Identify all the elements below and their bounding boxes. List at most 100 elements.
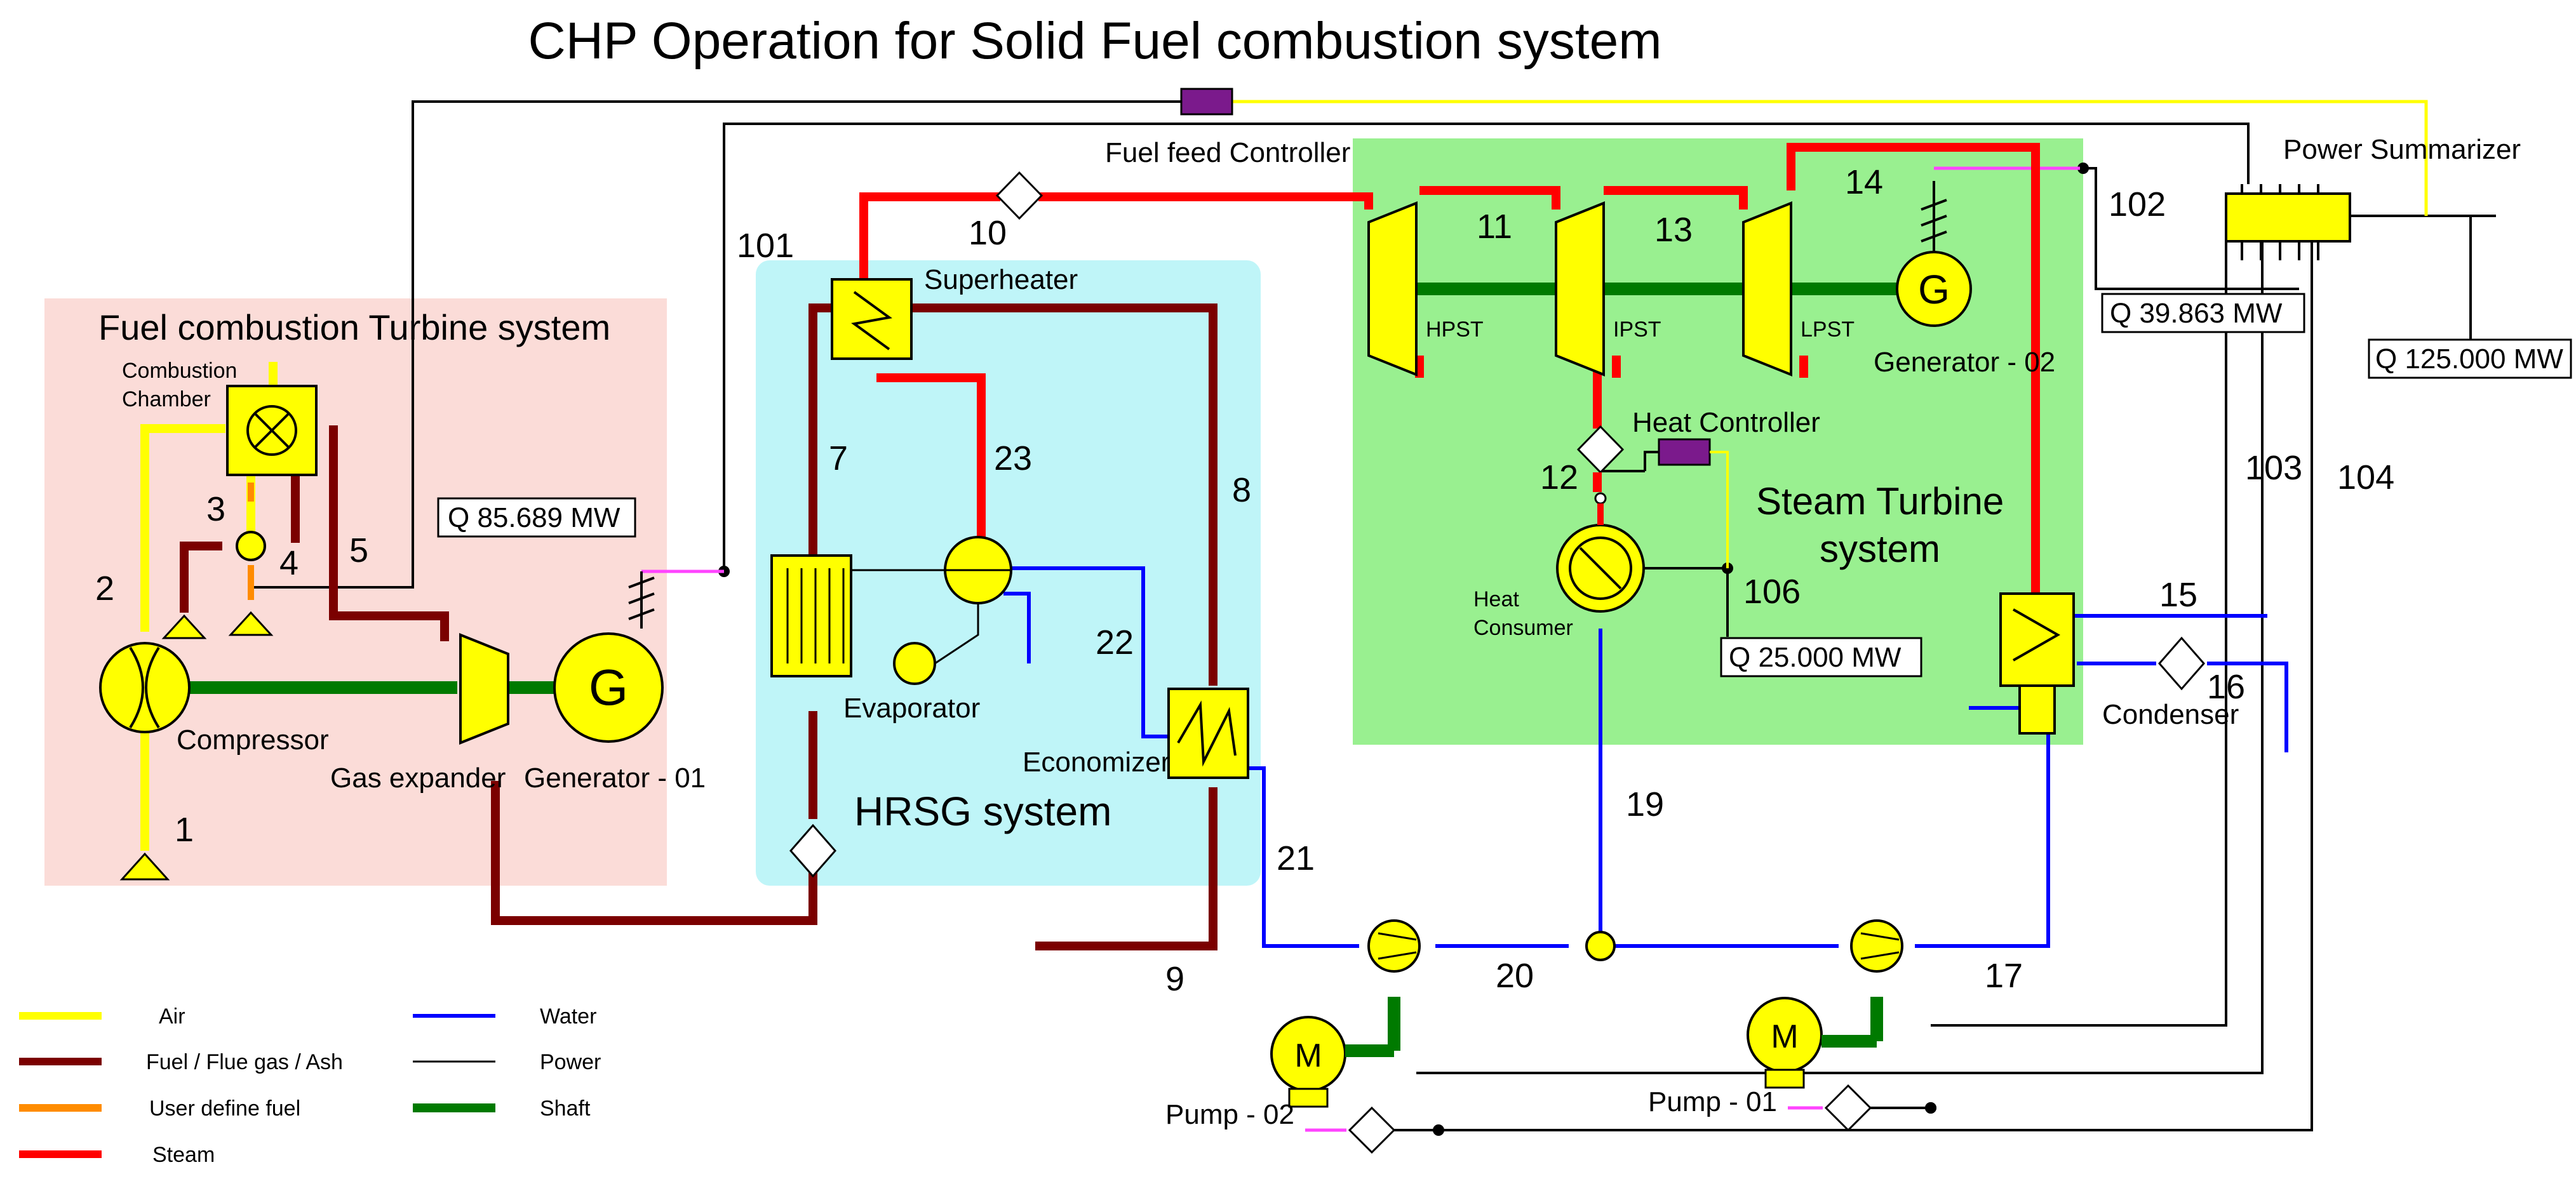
fuel-turbine-region-label: Fuel combustion Turbine system [98, 307, 610, 347]
svg-text:Q 125.000 MW: Q 125.000 MW [2375, 343, 2563, 375]
svg-text:13: 13 [1654, 211, 1693, 249]
pump-01[interactable] [1850, 919, 1903, 973]
heat-controller-label: Heat Controller [1632, 407, 1820, 438]
readout-total: Q 125.000 MW [2368, 338, 2572, 379]
evaporator-label: Evaporator [843, 693, 980, 724]
condenser-valve [2158, 636, 2205, 691]
legend: Air Fuel / Flue gas / Ash User define fu… [19, 1004, 601, 1167]
hpst[interactable] [1367, 201, 1418, 376]
superheater-label: Superheater [924, 264, 1078, 295]
water-mixer [1585, 931, 1616, 961]
svg-text:Steam: Steam [152, 1143, 215, 1167]
gas-expander-label: Gas expander [330, 763, 506, 794]
svg-text:12: 12 [1540, 458, 1578, 496]
svg-text:Shaft: Shaft [540, 1096, 591, 1121]
svg-text:Air: Air [159, 1004, 185, 1029]
evaporator-bundle[interactable] [770, 554, 852, 677]
ipst[interactable] [1555, 201, 1605, 376]
readout-heat: Q 25.000 MW [1720, 637, 1922, 677]
combustion-chamber[interactable] [226, 385, 318, 476]
svg-text:19: 19 [1626, 785, 1664, 823]
generator-02[interactable]: G [1896, 181, 1972, 327]
air-signal-line [1219, 100, 2428, 216]
svg-text:Q 85.689 MW: Q 85.689 MW [448, 502, 621, 533]
svg-text:11: 11 [1477, 208, 1512, 246]
power-line-101 [723, 123, 2250, 571]
readout-gen02: Q 39.863 MW [2101, 293, 2305, 333]
generator-02-symbol: G [1918, 267, 1950, 312]
svg-text:14: 14 [1845, 163, 1883, 201]
pump-01-valve [1824, 1084, 1872, 1132]
evaporator[interactable] [893, 642, 936, 685]
svg-text:106: 106 [1743, 573, 1801, 611]
legend-item-power: Power [413, 1050, 601, 1074]
svg-text:3: 3 [206, 490, 225, 528]
power-summarizer[interactable] [2225, 184, 2351, 260]
heat-consumer[interactable] [1556, 524, 1645, 613]
svg-text:17: 17 [1985, 957, 2023, 995]
svg-text:23: 23 [994, 439, 1032, 477]
pump-02-label: Pump - 02 [1165, 1099, 1294, 1130]
generator-01[interactable]: G [553, 571, 664, 743]
svg-text:2: 2 [95, 570, 114, 608]
power-summarizer-label: Power Summarizer [2283, 134, 2521, 165]
svg-text:102: 102 [2109, 185, 2166, 223]
pump-02[interactable] [1367, 919, 1421, 973]
svg-text:Power: Power [540, 1050, 601, 1074]
generator-02-label: Generator - 02 [1874, 347, 2055, 378]
hrsg-region-label: HRSG system [854, 789, 1111, 834]
svg-text:15: 15 [2159, 576, 2197, 614]
svg-text:101: 101 [737, 227, 794, 265]
lpst-label: LPST [1801, 317, 1855, 342]
heat-controller[interactable] [1658, 438, 1711, 466]
combustion-chamber-label-2: Chamber [122, 387, 211, 411]
fuel-feed-controller-valve[interactable] [995, 171, 1043, 220]
condenser[interactable] [1999, 592, 2075, 735]
gas-expander[interactable] [459, 633, 509, 745]
lpst[interactable] [1742, 201, 1792, 376]
motor-pump-01[interactable]: M [1747, 997, 1823, 1089]
shafts [162, 283, 1905, 1051]
svg-text:21: 21 [1277, 839, 1315, 877]
power-line-total [2372, 216, 2472, 344]
motor-m1-symbol: M [1771, 1018, 1798, 1055]
legend-item-water: Water [413, 1004, 596, 1029]
svg-text:104: 104 [2337, 458, 2394, 496]
svg-text:User define fuel: User define fuel [149, 1096, 300, 1121]
controller-power-lines [641, 166, 2080, 1132]
steam-streams [859, 143, 2040, 597]
compressor[interactable] [99, 642, 191, 733]
fuel-source-2 [228, 611, 274, 636]
svg-text:Water: Water [540, 1004, 596, 1029]
svg-text:1: 1 [175, 811, 194, 849]
fuel-turbine-region [44, 298, 667, 886]
steam-turbine-region-label-1: Steam Turbine [1756, 480, 2004, 523]
power-line-summ-104 [1416, 235, 2264, 1074]
svg-text:Fuel / Flue gas / Ash: Fuel / Flue gas / Ash [146, 1050, 343, 1074]
hrsg-ash-valve [789, 823, 836, 878]
steam-turbine-region-label-2: system [1820, 528, 1940, 570]
legend-item-fuel: Fuel / Flue gas / Ash [19, 1050, 343, 1074]
svg-text:20: 20 [1496, 957, 1534, 995]
steam-turbine-region [1353, 138, 2083, 745]
svg-text:5: 5 [349, 531, 368, 570]
svg-text:8: 8 [1232, 471, 1251, 509]
fuel-feed-controller[interactable] [1180, 88, 1233, 116]
air-source-1 [119, 852, 170, 881]
fuel-feed-controller-label: Fuel feed Controller [1105, 137, 1350, 168]
legend-item-steam: Steam [19, 1143, 215, 1167]
stream-numbers: 1 2 3 4 5 7 8 9 10 11 12 13 14 15 16 17 … [95, 163, 2394, 998]
fuel-source-1 [161, 614, 207, 639]
svg-text:16: 16 [2207, 668, 2245, 706]
generator-01-label: Generator - 01 [524, 763, 706, 794]
economizer[interactable] [1167, 688, 1249, 779]
pump-02-valve [1348, 1106, 1396, 1154]
superheater[interactable] [831, 278, 913, 360]
hpst-label: HPST [1426, 317, 1484, 342]
svg-text:4: 4 [279, 544, 299, 582]
readout-gen01: Q 85.689 MW [437, 497, 636, 538]
motor-pump-02[interactable]: M [1270, 1016, 1346, 1108]
svg-text:7: 7 [829, 439, 848, 477]
motor-m2-symbol: M [1294, 1037, 1322, 1074]
